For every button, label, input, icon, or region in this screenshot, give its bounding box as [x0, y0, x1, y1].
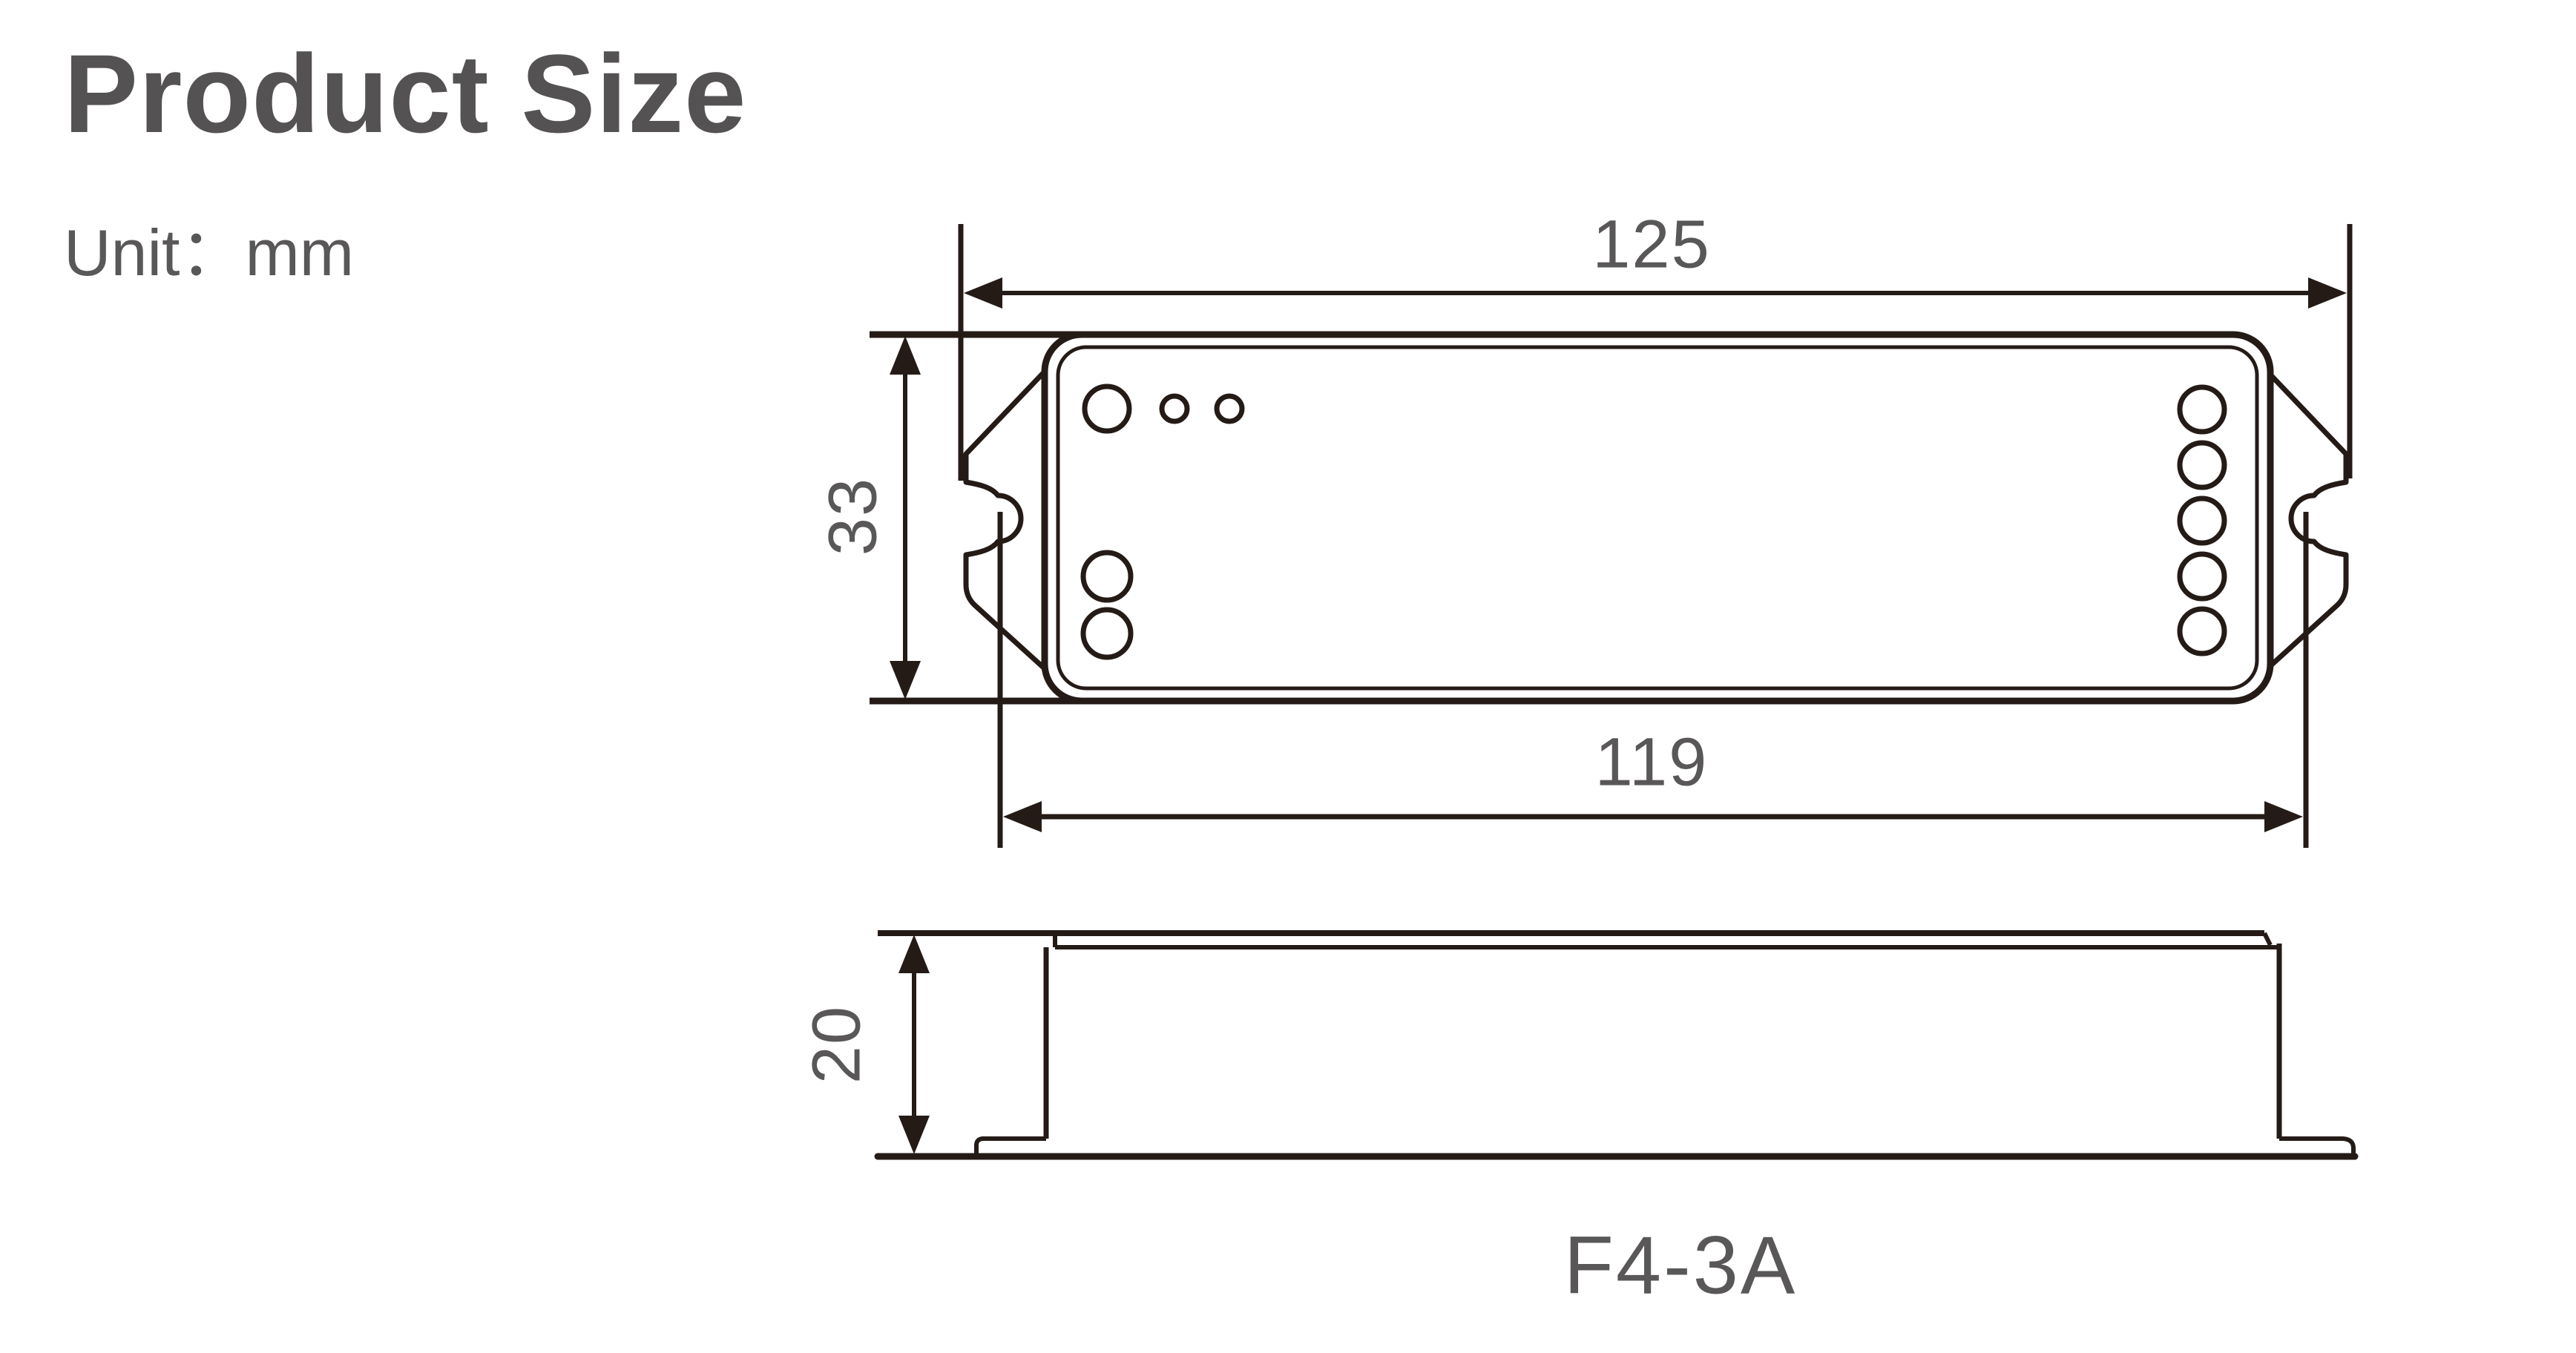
panel-hole-large	[1082, 383, 1132, 434]
side-lid-step-right	[2262, 932, 2273, 947]
arrowhead	[2308, 277, 2347, 309]
terminal-hole	[2177, 440, 2227, 490]
arrowhead	[898, 935, 930, 973]
arrowhead	[898, 1116, 930, 1154]
side-flange-right	[2279, 1136, 2356, 1154]
side-view	[874, 930, 2359, 1160]
panel-hole-small	[1214, 393, 1245, 424]
page-title: Product Size	[64, 31, 747, 156]
dim-value-height: 33	[815, 476, 891, 556]
arrowhead	[890, 661, 921, 699]
dim-value-overall-width: 125	[1592, 206, 1711, 283]
arrowhead	[2264, 801, 2303, 832]
terminal-hole	[2177, 606, 2227, 656]
terminal-hole	[1080, 550, 1134, 603]
dim-value-mounting-width: 119	[1594, 724, 1709, 800]
model-label: F4-3A	[1563, 1219, 1798, 1311]
terminal-hole	[2177, 496, 2227, 546]
dim-value-depth: 20	[798, 1004, 875, 1084]
terminal-hole	[2177, 384, 2227, 435]
terminal-hole	[2177, 551, 2227, 602]
panel-hole-small	[1159, 393, 1190, 424]
enclosure-lid-seam	[1056, 345, 2259, 691]
enclosure-outline	[1041, 331, 2274, 705]
arrowhead	[890, 336, 921, 375]
arrowhead	[964, 277, 1002, 309]
top-view	[870, 224, 2353, 848]
side-flange-left	[974, 1136, 1046, 1154]
terminal-hole	[1080, 607, 1134, 660]
unit-label: Unit：mm	[64, 216, 355, 289]
arrowhead	[1003, 801, 1042, 832]
